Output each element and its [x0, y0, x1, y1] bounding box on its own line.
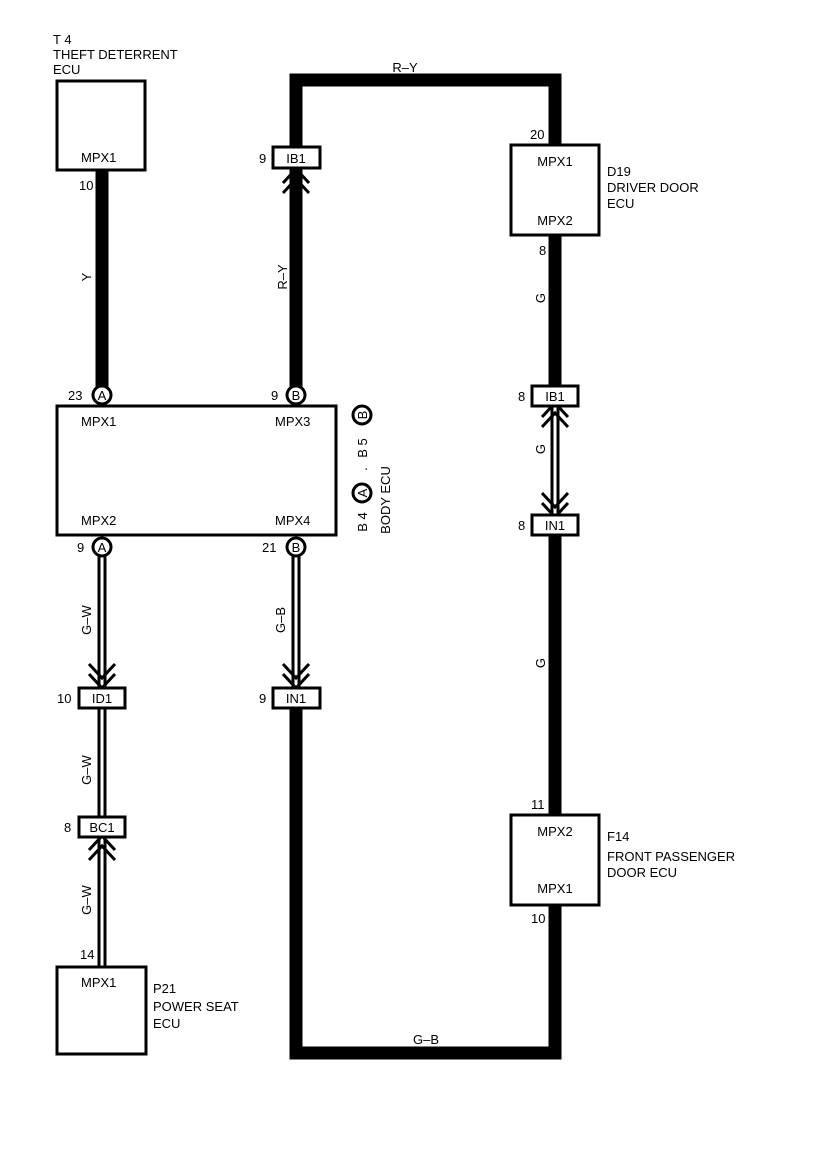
theft-deterrent-name-2: ECU	[53, 62, 80, 77]
connector-id1-label: ID1	[92, 691, 112, 706]
wire-color-bc1-to-p21: G–W	[79, 884, 94, 914]
connector-badge-a-letter: A	[98, 540, 107, 555]
power-seat-code: P21	[153, 981, 176, 996]
wire-color-id1-to-bc1: G–W	[79, 754, 94, 784]
wire-loop-top-rv	[289, 73, 562, 393]
connector-badge-a	[91, 536, 113, 558]
connector-badge-a-letter: A	[98, 388, 107, 403]
connector-badge-b-letter: B	[355, 411, 370, 420]
connector-ib1-top	[271, 145, 322, 170]
driver-door-name-2: ECU	[607, 196, 634, 211]
connector-badge-a	[91, 384, 113, 406]
power-seat-name: POWER SEAT	[153, 999, 239, 1014]
wire-color-d19-to-ib1: G	[533, 293, 548, 303]
theft-deterrent-code: T 4	[53, 32, 72, 47]
body-ecu-box	[55, 404, 338, 537]
pin-f14-mpx2: 11	[531, 797, 545, 812]
connector-badge-b	[351, 404, 373, 426]
connector-id1	[77, 686, 127, 710]
pin-d19-mpx1: 20	[530, 127, 544, 142]
body-ecu-port-mpx2: MPX2	[81, 513, 116, 528]
pin-p21-mpx1: 14	[80, 947, 94, 962]
pin-in1-left: 9	[259, 691, 266, 706]
driver-door-code: D19	[607, 164, 631, 179]
body-ecu-port-mpx1: MPX1	[81, 414, 116, 429]
pin-body-mpx1: 23	[68, 388, 82, 403]
wire-color-body-to-in1: G–B	[273, 607, 288, 633]
pin-in1-right: 8	[518, 518, 525, 533]
power-seat-name-2: ECU	[153, 1016, 180, 1031]
connector-ib1-right-label: IB1	[545, 389, 565, 404]
theft-deterrent-name: THEFT DETERRENT	[53, 47, 178, 62]
connector-in1-right	[530, 513, 580, 537]
front-passenger-name-2: DOOR ECU	[607, 865, 677, 880]
connector-badge-b	[285, 536, 307, 558]
driver-door-name: DRIVER DOOR	[607, 180, 699, 195]
connector-bc1	[77, 815, 127, 839]
body-ecu-port-mpx3: MPX3	[275, 414, 310, 429]
front-passenger-port-top: MPX2	[537, 824, 572, 839]
connector-in1-right-label: IN1	[545, 518, 565, 533]
wire-color-in1-to-f14: G	[533, 658, 548, 668]
connector-badge-a	[351, 482, 373, 504]
front-passenger-door-ecu-box	[509, 813, 601, 907]
driver-door-ecu-box	[509, 143, 601, 237]
connector-bc1-label: BC1	[89, 820, 114, 835]
theft-deterrent-ecu-box	[55, 79, 147, 172]
wire-color-ib1-to-in1: G	[533, 444, 548, 454]
driver-door-port-top: MPX1	[537, 154, 572, 169]
body-ecu-label: BODY ECU	[378, 466, 393, 534]
front-passenger-name: FRONT PASSENGER	[607, 849, 735, 864]
pin-d19-mpx2: 8	[539, 243, 546, 258]
wire-color-ib1-to-body: R–Y	[275, 264, 290, 290]
connector-badge-b-letter: B	[292, 388, 301, 403]
pin-body-mpx3: 9	[271, 388, 278, 403]
wire-color-t4-to-body: Y	[79, 272, 94, 281]
pin-ib1-top: 9	[259, 151, 266, 166]
pin-bc1: 8	[64, 820, 71, 835]
pin-f14-mpx1: 10	[531, 911, 545, 926]
connector-in1-left-label: IN1	[286, 691, 306, 706]
body-ecu-code-b: B 5	[355, 438, 370, 458]
connector-ib1-right	[530, 384, 580, 408]
driver-door-port-bottom: MPX2	[537, 213, 572, 228]
connector-badge-b	[285, 384, 307, 406]
front-passenger-code: F14	[607, 829, 629, 844]
pin-body-mpx4: 21	[262, 540, 276, 555]
theft-deterrent-port: MPX1	[81, 150, 116, 165]
body-ecu-code-a: B 4	[355, 512, 370, 532]
connector-in1-left	[271, 686, 322, 710]
pin-t4-mpx1: 10	[79, 178, 93, 193]
wire-color-body-to-id1: G–W	[79, 604, 94, 634]
body-ecu-code-sep: .	[355, 467, 370, 471]
wire-color-top-loop: R–Y	[392, 60, 418, 75]
pin-ib1-right: 8	[518, 389, 525, 404]
wire-loop-bottom-gb	[289, 698, 562, 1060]
connector-badge-a-letter: A	[355, 488, 370, 497]
wire-color-bottom-loop: G–B	[413, 1032, 439, 1047]
connector-ib1-top-label: IB1	[286, 151, 306, 166]
front-passenger-port-bottom: MPX1	[537, 881, 572, 896]
power-seat-ecu-box	[55, 965, 148, 1056]
pin-id1: 10	[57, 691, 71, 706]
connector-badge-b-letter: B	[292, 540, 301, 555]
pin-body-mpx2: 9	[77, 540, 84, 555]
body-ecu-port-mpx4: MPX4	[275, 513, 310, 528]
power-seat-port: MPX1	[81, 975, 116, 990]
